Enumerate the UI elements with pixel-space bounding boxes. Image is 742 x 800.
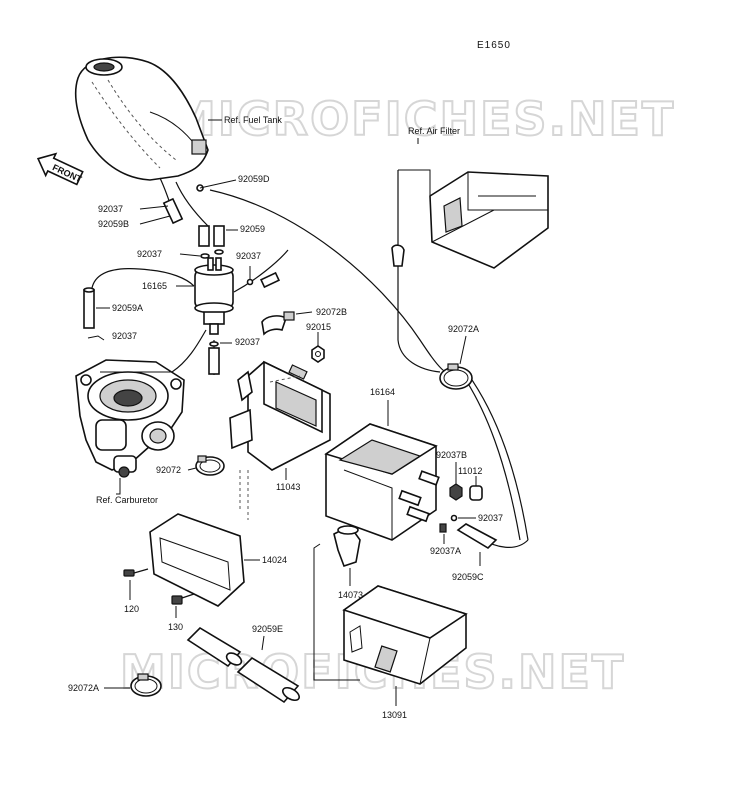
label-92059d: 92059D xyxy=(238,174,270,184)
label-92037-b: 92037 xyxy=(137,249,162,259)
hose-fitting-air-filter xyxy=(391,244,405,267)
cap-11012 xyxy=(469,485,483,501)
label-92059b: 92059B xyxy=(98,219,129,229)
label-ref-air-filter: Ref. Air Filter xyxy=(408,126,460,136)
nut-92015 xyxy=(311,345,325,363)
clamp-92072a-lower xyxy=(130,673,162,697)
bracket-11043 xyxy=(229,360,331,471)
fuel-filter-16165 xyxy=(194,257,234,335)
hose-92059-upper xyxy=(198,225,210,247)
bolt-120 xyxy=(123,568,149,577)
label-16164: 16164 xyxy=(370,387,395,397)
label-92072: 92072 xyxy=(156,465,181,475)
label-92037-f: 92037 xyxy=(478,513,503,523)
fuel-tank xyxy=(74,56,222,181)
label-92072a-lower: 92072A xyxy=(68,683,99,693)
label-92037a: 92037A xyxy=(430,546,461,556)
sheet-code: E1650 xyxy=(477,40,511,51)
label-ref-carburetor: Ref. Carburetor xyxy=(96,495,158,505)
carburetor xyxy=(75,359,185,478)
label-130: 130 xyxy=(168,622,183,632)
clamp-92072 xyxy=(195,455,225,476)
label-11043: 11043 xyxy=(276,482,300,492)
clip-92037a xyxy=(439,523,447,533)
hose-92059c xyxy=(456,523,498,550)
label-11012: 11012 xyxy=(458,466,482,476)
cover-14024 xyxy=(149,513,245,607)
label-13091: 13091 xyxy=(382,710,407,720)
air-filter-ref xyxy=(429,171,549,269)
label-16165: 16165 xyxy=(142,281,167,291)
bolt-130 xyxy=(171,593,195,605)
label-92072b: 92072B xyxy=(316,307,347,317)
label-92015: 92015 xyxy=(306,322,331,332)
label-92072a-upper: 92072A xyxy=(448,324,479,334)
label-92037b: 92037B xyxy=(436,450,467,460)
clip-92037-b xyxy=(200,253,210,259)
label-92059e: 92059E xyxy=(252,624,283,634)
label-92059a: 92059A xyxy=(112,303,143,313)
label-ref-fuel-tank: Ref. Fuel Tank xyxy=(224,115,282,125)
clamp-92072a-upper xyxy=(439,363,473,390)
watermark-top: MICROFICHES.NET xyxy=(170,92,675,146)
label-92037-e: 92037 xyxy=(235,337,260,347)
label-92059: 92059 xyxy=(240,224,265,234)
hose-92059e xyxy=(186,626,300,704)
label-92037-c: 92037 xyxy=(236,251,261,261)
nut-92037b xyxy=(449,483,463,501)
front-arrow-icon: FRONT xyxy=(36,152,84,186)
hose-92059a xyxy=(83,289,95,329)
label-92037-d: 92037 xyxy=(112,331,137,341)
label-120: 120 xyxy=(124,604,139,614)
bracket-14073 xyxy=(333,524,361,568)
canister-16164 xyxy=(324,423,440,541)
hose-92059 xyxy=(213,225,225,247)
label-92037-a: 92037 xyxy=(98,204,123,214)
box-13091 xyxy=(342,585,468,685)
hose-92059b xyxy=(162,197,184,225)
label-14024: 14024 xyxy=(262,555,287,565)
clamp-92072b xyxy=(261,311,295,336)
label-14073: 14073 xyxy=(338,590,363,600)
label-92059c: 92059C xyxy=(452,572,484,582)
